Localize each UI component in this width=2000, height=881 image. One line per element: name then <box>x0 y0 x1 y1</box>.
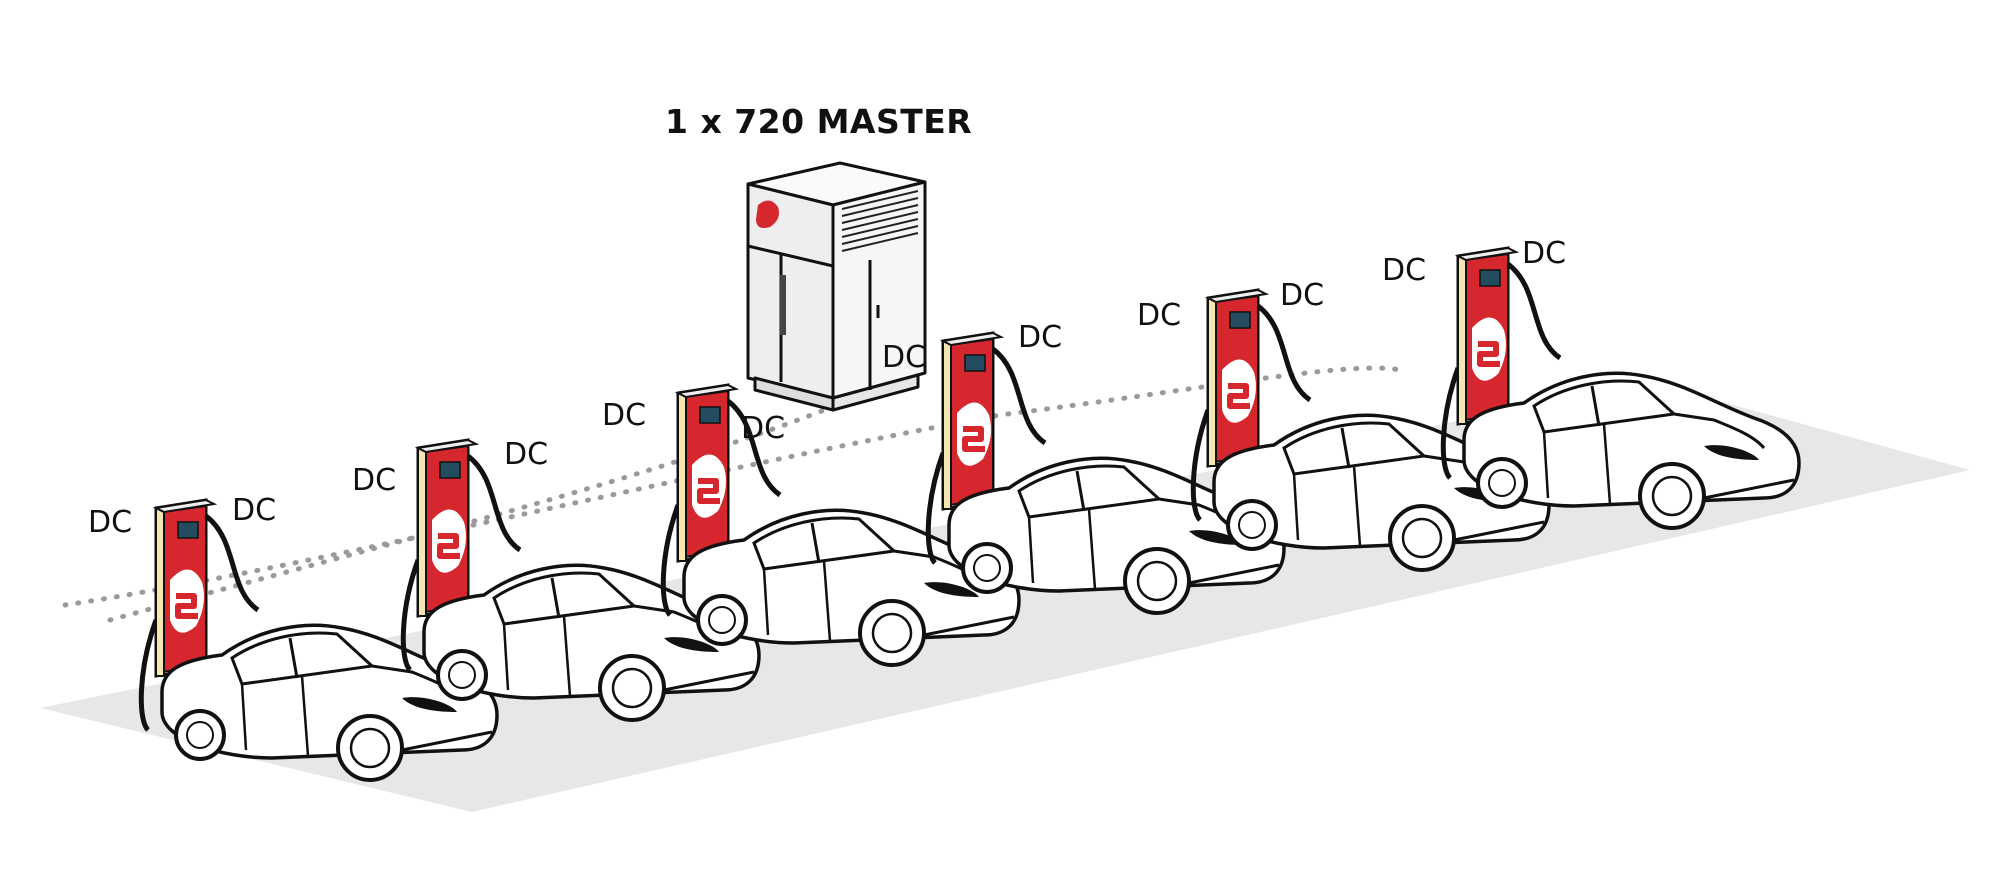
dc-label-station-5-right: DC <box>1280 278 1325 313</box>
car-icon <box>947 456 1286 615</box>
brand-logo-icon <box>756 200 779 228</box>
charger-icon <box>138 498 260 732</box>
charger-icon <box>660 383 782 617</box>
car-icon <box>682 508 1021 667</box>
dc-label-station-2-right: DC <box>504 437 549 472</box>
dc-label-station-4-right: DC <box>1018 320 1063 355</box>
charger-icon <box>925 331 1047 565</box>
charger-icon <box>1440 246 1562 480</box>
car-icon <box>1462 371 1801 530</box>
dc-label-station-3-left: DC <box>602 398 647 433</box>
charger-icon <box>1190 288 1312 522</box>
dc-label-station-4-left: DC <box>882 340 927 375</box>
dc-label-station-6-right: DC <box>1522 236 1567 271</box>
dc-label-station-5-left: DC <box>1137 298 1182 333</box>
master-cabinet-icon <box>746 161 927 412</box>
dc-label-station-1-right: DC <box>232 493 277 528</box>
master-title: 1 x 720 MASTER <box>665 102 973 141</box>
charger-icon <box>400 438 522 672</box>
dc-label-station-2-left: DC <box>352 463 397 498</box>
power-cable-upper <box>62 365 1403 608</box>
car-icon <box>160 623 499 782</box>
dc-label-station-1-left: DC <box>88 505 133 540</box>
dc-label-station-3-right: DC <box>741 411 786 446</box>
dc-label-station-6-left: DC <box>1382 253 1427 288</box>
